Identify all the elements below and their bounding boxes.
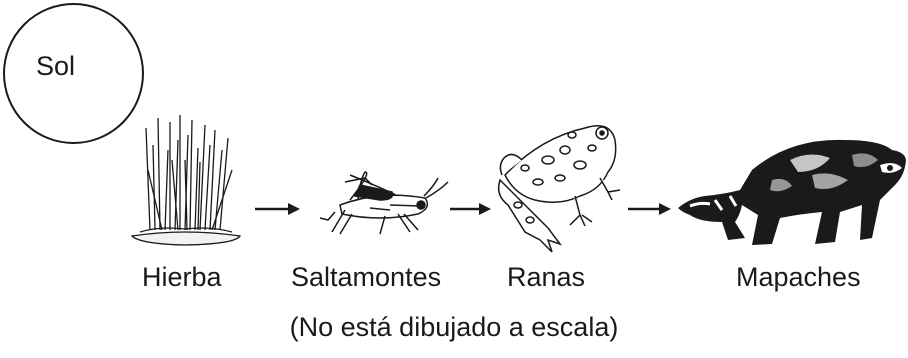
raccoon-icon (678, 139, 906, 245)
scale-note: (No está dibujado a escala) (289, 312, 619, 342)
arrow-icon (628, 203, 671, 215)
grass-icon (130, 115, 242, 246)
arrow-icon (255, 203, 300, 215)
sun-circle (3, 3, 144, 144)
frog-icon (497, 125, 621, 253)
arrow-icon (450, 203, 491, 215)
organism-label-raccoons: Mapaches (736, 262, 861, 292)
grasshopper-icon (319, 171, 449, 235)
organism-label-frogs: Ranas (507, 262, 586, 292)
organism-label-grass: Hierba (142, 262, 222, 292)
organism-label-grasshoppers: Saltamontes (291, 262, 442, 292)
sun-label: Sol (36, 51, 76, 81)
